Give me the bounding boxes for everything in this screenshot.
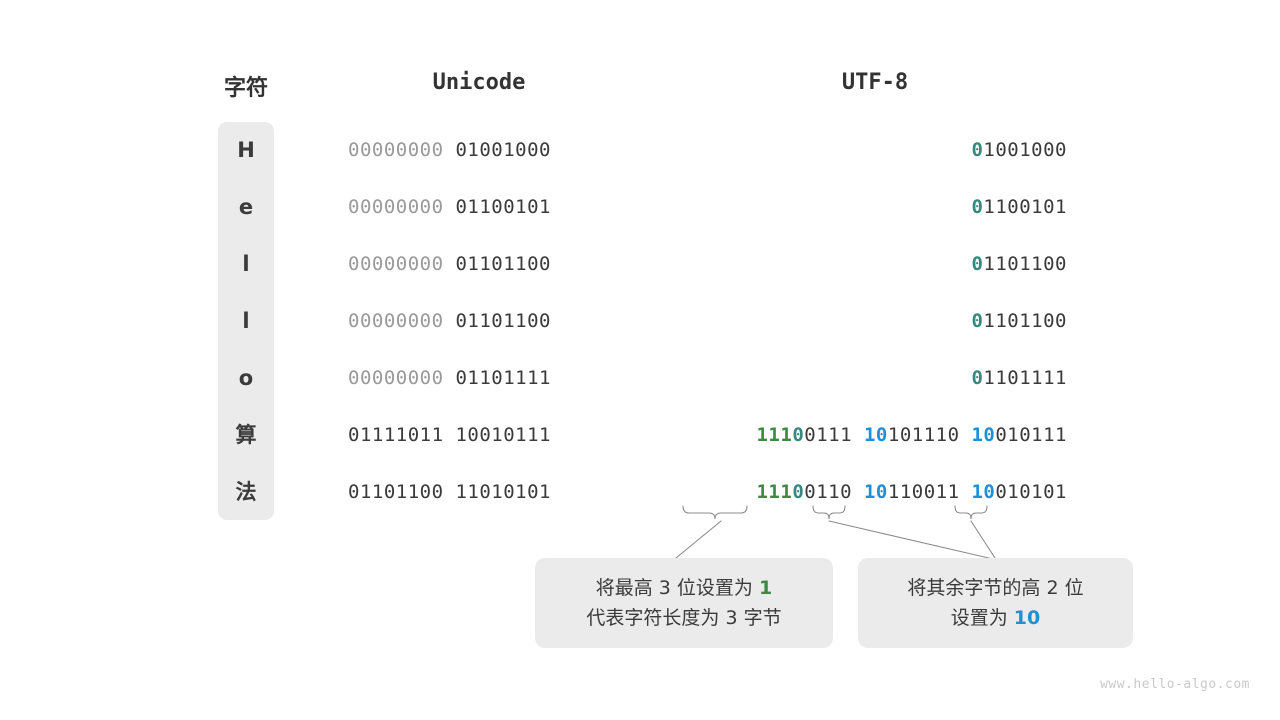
unicode-high-byte: 01111011 <box>348 424 444 446</box>
character-cell: H <box>237 138 255 162</box>
unicode-value: 01111011 10010111 <box>348 407 551 464</box>
utf8-byte-marker: 111 <box>756 481 793 503</box>
utf8-byte-payload: 1100101 <box>983 196 1067 218</box>
utf8-byte-payload: 1101111 <box>983 367 1067 389</box>
utf8-byte: 11100110 <box>756 481 852 503</box>
utf8-byte-payload: 010111 <box>995 424 1067 446</box>
unicode-low-byte: 01001000 <box>455 139 551 161</box>
column-header-character: 字符 <box>223 76 268 101</box>
utf8-value: 01001000 <box>0 122 1067 179</box>
utf8-byte-payload: 101110 <box>887 424 960 446</box>
unicode-high-byte: 00000000 <box>348 196 444 218</box>
utf8-byte: 10110011 <box>864 481 960 503</box>
unicode-low-byte: 11010101 <box>455 481 551 503</box>
utf8-byte-marker: 0 <box>971 310 984 332</box>
note-first-byte-line2: 代表字符长度为 3 字节 <box>586 607 782 629</box>
utf8-byte-marker: 10 <box>971 424 996 446</box>
column-header-unicode: Unicode <box>432 70 526 95</box>
character-cell: e <box>238 195 254 219</box>
unicode-low-byte: 01101111 <box>455 367 551 389</box>
note-continuation-line1: 将其余字节的高 2 位 <box>907 577 1084 599</box>
unicode-value: 01101100 11010101 <box>348 464 551 521</box>
utf8-byte-payload: 0110 <box>804 481 853 503</box>
utf8-byte-payload: 110011 <box>887 481 960 503</box>
character-cell: 法 <box>235 480 257 504</box>
unicode-low-byte: 01100101 <box>455 196 551 218</box>
unicode-value: 00000000 01101100 <box>348 236 551 293</box>
unicode-low-byte: 10010111 <box>455 424 551 446</box>
unicode-low-byte: 01101100 <box>455 310 551 332</box>
note-continuation-highlight: 10 <box>1013 607 1041 629</box>
utf8-byte: 10010111 <box>971 424 1067 446</box>
note-continuation-bytes: 将其余字节的高 2 位 设置为 10 <box>858 558 1133 648</box>
note-first-byte-line1-prefix: 将最高 3 位设置为 <box>595 577 759 599</box>
site-watermark: www.hello-algo.com <box>1100 677 1250 692</box>
utf8-byte-payload: 1001000 <box>983 139 1067 161</box>
character-cell: o <box>238 366 254 390</box>
note-first-byte: 将最高 3 位设置为 1 代表字符长度为 3 字节 <box>535 558 833 648</box>
note-first-byte-highlight: 1 <box>758 577 773 599</box>
utf8-byte-payload: 1101100 <box>983 310 1067 332</box>
utf8-byte: 01101111 <box>971 367 1067 389</box>
utf8-value: 01101111 <box>0 350 1067 407</box>
utf8-byte-marker: 0 <box>971 367 984 389</box>
utf8-byte-payload: 010101 <box>995 481 1067 503</box>
leader-line-right-note-a <box>828 520 994 560</box>
unicode-value: 00000000 01100101 <box>348 179 551 236</box>
unicode-value: 00000000 01101111 <box>348 350 551 407</box>
utf8-value: 11100111 10101110 10010111 <box>0 407 1067 464</box>
unicode-high-byte: 00000000 <box>348 367 444 389</box>
utf8-value: 11100110 10110011 10010101 <box>0 464 1067 521</box>
unicode-high-byte: 00000000 <box>348 310 444 332</box>
utf8-byte-marker: 0 <box>971 139 984 161</box>
utf8-byte: 01101100 <box>971 253 1067 275</box>
character-cell: l <box>242 309 250 333</box>
unicode-high-byte: 00000000 <box>348 139 444 161</box>
utf8-byte: 01100101 <box>971 196 1067 218</box>
utf8-value: 01100101 <box>0 179 1067 236</box>
note-continuation-line2: 设置为 10 <box>876 603 1115 633</box>
leader-line-left-note <box>675 520 722 559</box>
utf8-byte: 10101110 <box>864 424 960 446</box>
utf8-byte-marker-secondary: 0 <box>792 481 805 503</box>
utf8-byte-marker-secondary: 0 <box>792 424 805 446</box>
utf8-byte: 01101100 <box>971 310 1067 332</box>
utf8-byte: 10010101 <box>971 481 1067 503</box>
character-cell: 算 <box>235 423 257 447</box>
unicode-value: 00000000 01001000 <box>348 122 551 179</box>
utf8-byte-marker: 10 <box>863 424 888 446</box>
note-continuation-line2-prefix: 设置为 <box>950 607 1014 629</box>
character-column-panel <box>218 122 274 520</box>
unicode-high-byte: 01101100 <box>348 481 444 503</box>
leader-line-right-note-b <box>970 520 996 559</box>
unicode-low-byte: 01101100 <box>455 253 551 275</box>
utf8-byte: 01001000 <box>971 139 1067 161</box>
character-cell: l <box>242 252 250 276</box>
utf8-byte-marker: 10 <box>971 481 996 503</box>
unicode-high-byte: 00000000 <box>348 253 444 275</box>
unicode-value: 00000000 01101100 <box>348 293 551 350</box>
utf8-value: 01101100 <box>0 236 1067 293</box>
utf8-byte: 11100111 <box>756 424 852 446</box>
utf8-byte-marker: 0 <box>971 253 984 275</box>
utf8-byte-marker: 0 <box>971 196 984 218</box>
utf8-byte-payload: 1101100 <box>983 253 1067 275</box>
utf8-byte-marker: 10 <box>863 481 888 503</box>
column-header-utf8: UTF-8 <box>841 70 909 95</box>
utf8-byte-marker: 111 <box>756 424 793 446</box>
utf8-value: 01101100 <box>0 293 1067 350</box>
note-first-byte-line1: 将最高 3 位设置为 1 <box>553 573 815 603</box>
utf8-byte-payload: 0111 <box>804 424 853 446</box>
